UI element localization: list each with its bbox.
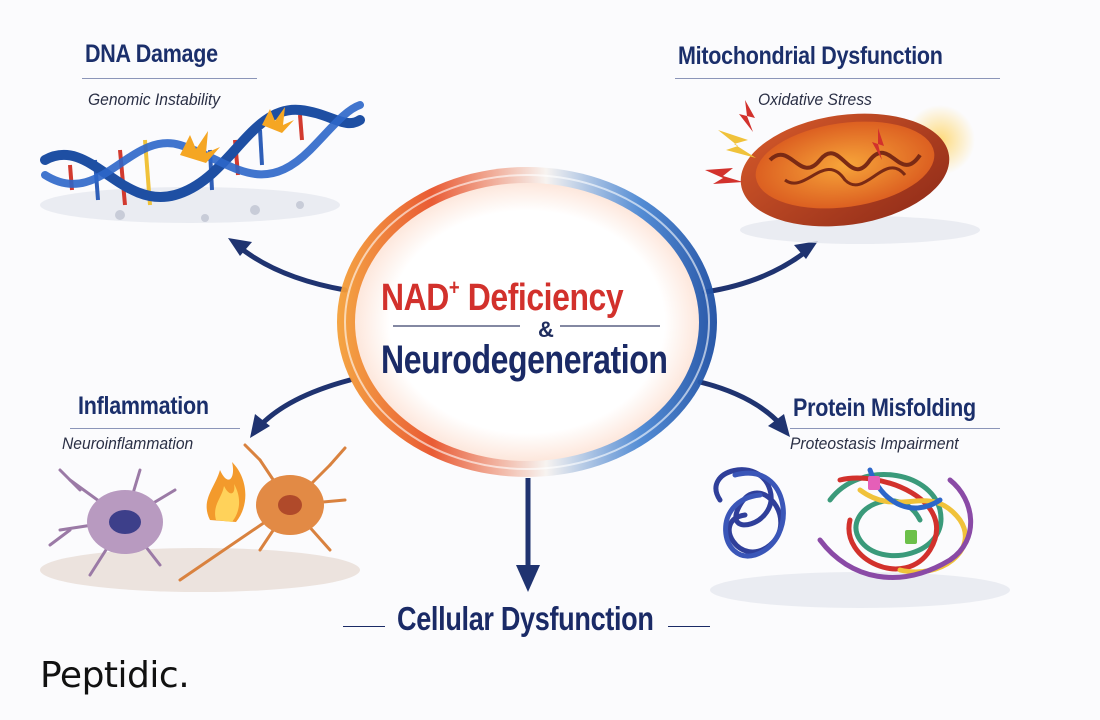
outcome-title: Cellular Dysfunction — [397, 600, 654, 637]
arrow-to-protein — [697, 379, 790, 437]
mito-dysfunction-rule — [675, 78, 1000, 79]
dna-damage-subtitle: Genomic Instability — [88, 90, 221, 109]
arrow-to-outcome — [516, 478, 540, 592]
mito-dysfunction-subtitle: Oxidative Stress — [758, 90, 872, 109]
mito-dysfunction-title: Mitochondrial Dysfunction — [678, 42, 943, 70]
protein-misfolding-rule — [790, 428, 1000, 429]
dna-damage-title: DNA Damage — [85, 40, 218, 68]
dna-damage-rule — [82, 78, 257, 79]
center-title-line1: NAD+ Deficiency — [381, 275, 624, 319]
protein-illustration — [710, 467, 1010, 608]
neuron-illustration — [40, 443, 360, 592]
center-ampersand: & — [538, 317, 554, 342]
center-title-line2: Neurodegeneration — [381, 338, 668, 382]
arrow-to-inflammation — [250, 377, 353, 438]
inflammation-title: Inflammation — [78, 392, 209, 420]
arrow-to-mito — [702, 241, 818, 295]
protein-misfolding-title: Protein Misfolding — [793, 394, 976, 422]
inflammation-rule — [70, 428, 240, 429]
brand-logo-text: Peptidic. — [40, 655, 190, 696]
arrow-to-dna — [228, 238, 348, 293]
center-ring — [337, 167, 717, 477]
outcome-rule-left — [343, 626, 385, 627]
inflammation-subtitle: Neuroinflammation — [62, 434, 194, 453]
outcome-rule-right — [668, 626, 710, 627]
dna-helix-illustration — [40, 101, 365, 223]
protein-misfolding-subtitle: Proteostasis Impairment — [790, 434, 959, 453]
mitochondrion-illustration — [705, 100, 980, 244]
